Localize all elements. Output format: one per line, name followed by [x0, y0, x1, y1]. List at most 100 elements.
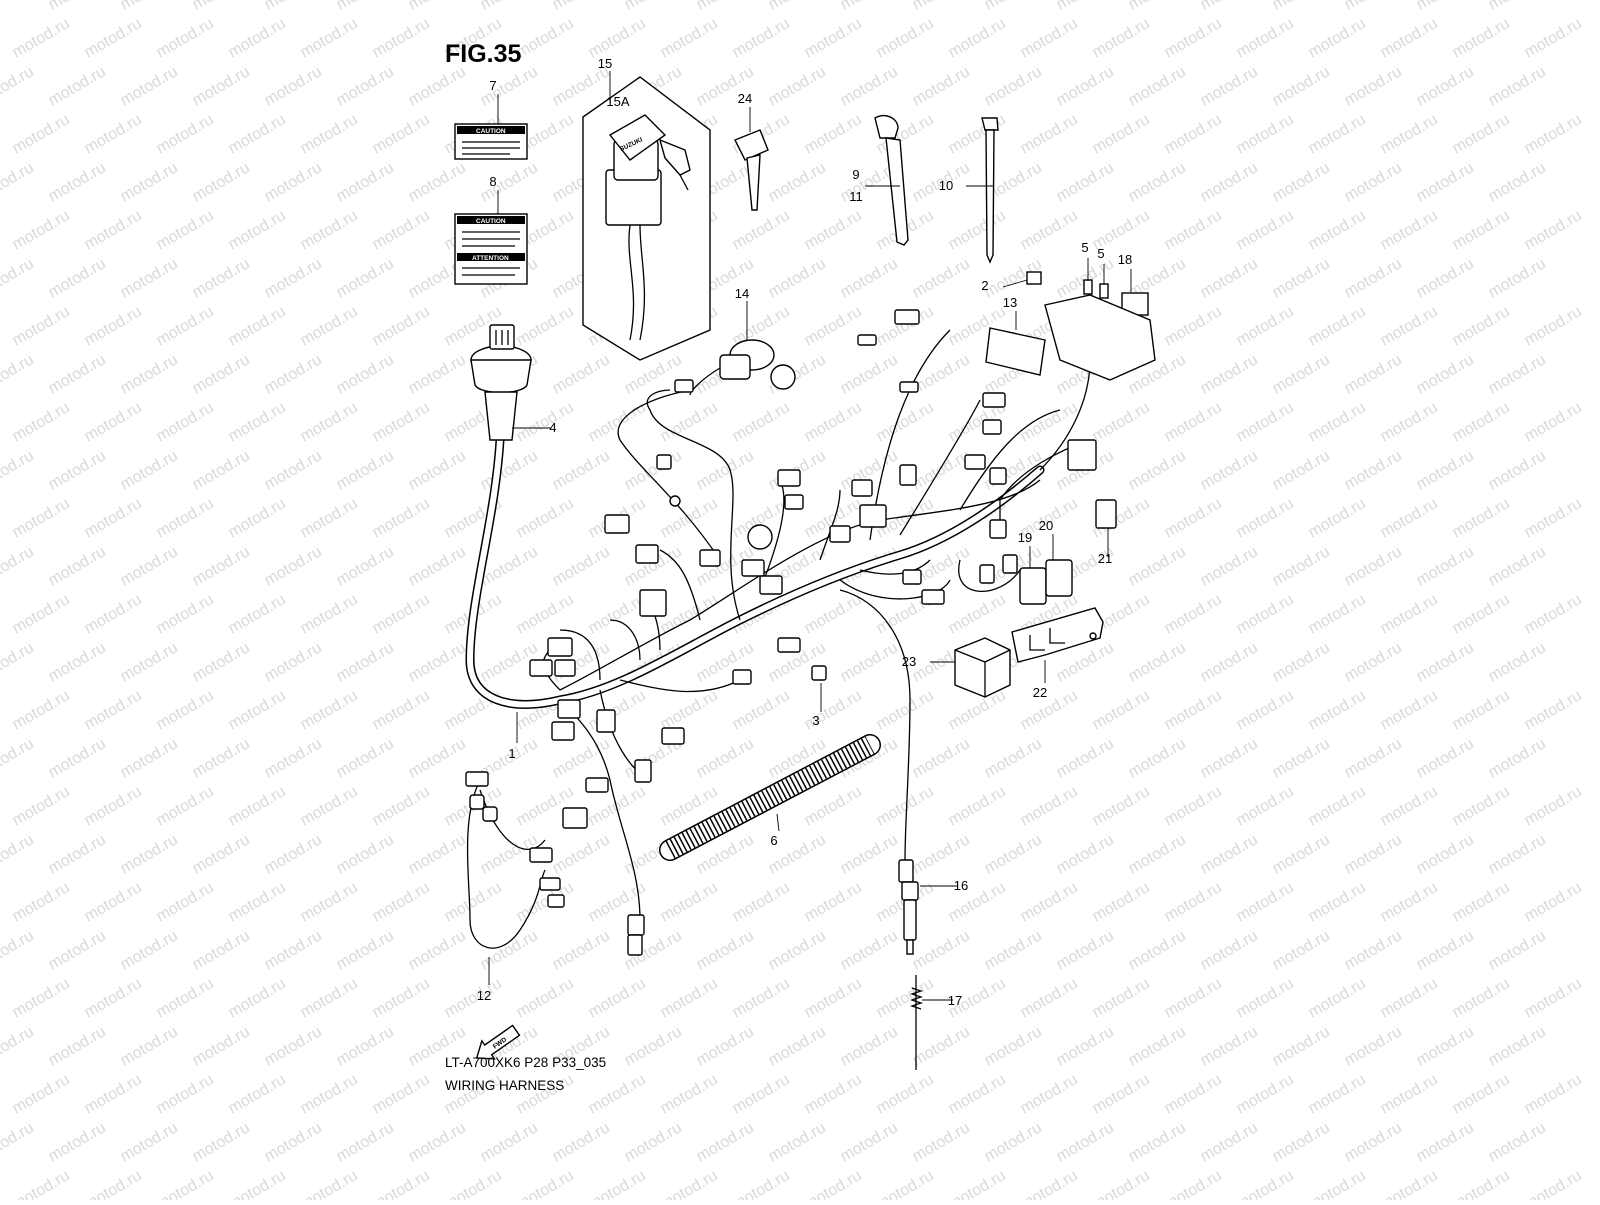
harness-connector	[964, 454, 986, 470]
watermark-text: motod.ru	[298, 975, 361, 1021]
watermark-text: motod.ru	[1270, 735, 1333, 781]
watermark-text: motod.ru	[370, 207, 433, 253]
watermark-text: motod.ru	[370, 687, 433, 733]
watermark-text: motod.ru	[658, 879, 721, 925]
part-6-corrugated-tube	[659, 734, 881, 861]
watermark-text: motod.ru	[298, 879, 361, 925]
watermark-text: motod.ru	[406, 831, 469, 877]
watermark-text: motod.ru	[514, 303, 577, 349]
watermark-text: motod.ru	[190, 543, 253, 589]
watermark-text: motod.ru	[1342, 927, 1405, 973]
watermark-text: motod.ru	[334, 927, 397, 973]
watermark-text: motod.ru	[694, 447, 757, 493]
watermark-text: motod.ru	[1054, 0, 1117, 13]
watermark-text: motod.ru	[730, 1071, 793, 1117]
watermark-text: motod.ru	[1234, 303, 1297, 349]
watermark-text: motod.ru	[1378, 399, 1441, 445]
watermark-text: motod.ru	[298, 1167, 361, 1200]
watermark-text: motod.ru	[1522, 207, 1585, 253]
watermark-text: motod.ru	[1342, 447, 1405, 493]
watermark-text: motod.ru	[1306, 975, 1369, 1021]
harness-connector	[829, 525, 851, 543]
watermark-text: motod.ru	[550, 927, 613, 973]
watermark-text: motod.ru	[226, 207, 289, 253]
watermark-text: motod.ru	[1018, 975, 1081, 1021]
watermark-text: motod.ru	[586, 1167, 649, 1200]
watermark-text: motod.ru	[910, 0, 973, 13]
watermark-text: motod.ru	[1486, 159, 1549, 205]
watermark-text: motod.ru	[1198, 831, 1261, 877]
watermark-text: motod.ru	[10, 303, 73, 349]
watermark-text: motod.ru	[1198, 351, 1261, 397]
watermark-text: motod.ru	[838, 1119, 901, 1165]
watermark-text: motod.ru	[1162, 399, 1225, 445]
watermark-text: motod.ru	[1414, 543, 1477, 589]
watermark-text: motod.ru	[370, 15, 433, 61]
watermark-text: motod.ru	[334, 543, 397, 589]
harness-connector	[784, 494, 804, 510]
watermark-text: motod.ru	[298, 687, 361, 733]
watermark-text: motod.ru	[910, 63, 973, 109]
callout-number: 13	[1003, 295, 1017, 310]
watermark-text: motod.ru	[1342, 1023, 1405, 1069]
watermark-text: motod.ru	[1162, 1071, 1225, 1117]
watermark-text: motod.ru	[406, 543, 469, 589]
watermark-text: motod.ru	[1522, 1167, 1585, 1200]
watermark-text: motod.ru	[1126, 1023, 1189, 1069]
watermark-text: motod.ru	[802, 1071, 865, 1117]
watermark-text: motod.ru	[154, 399, 217, 445]
watermark-text: motod.ru	[946, 111, 1009, 157]
watermark-text: motod.ru	[370, 783, 433, 829]
watermark-text: motod.ru	[1522, 783, 1585, 829]
watermark-text: motod.ru	[730, 15, 793, 61]
watermark-text: motod.ru	[1054, 1023, 1117, 1069]
watermark-text: motod.ru	[0, 351, 37, 397]
watermark-text: motod.ru	[1126, 927, 1189, 973]
watermark-text: motod.ru	[1270, 543, 1333, 589]
harness-connector	[732, 669, 752, 685]
watermark-text: motod.ru	[1378, 783, 1441, 829]
harness-connector	[902, 569, 922, 585]
callout-number: 20	[1039, 518, 1053, 533]
figure-title: FIG.35	[445, 40, 522, 68]
watermark-text: motod.ru	[1306, 15, 1369, 61]
watermark-text: motod.ru	[694, 1119, 757, 1165]
watermark-text: motod.ru	[370, 975, 433, 1021]
watermark-text: motod.ru	[10, 783, 73, 829]
watermark-text: motod.ru	[874, 687, 937, 733]
watermark-text: motod.ru	[730, 879, 793, 925]
callout-number: 6	[770, 833, 777, 848]
watermark-text: motod.ru	[1378, 879, 1441, 925]
watermark-text: motod.ru	[478, 0, 541, 13]
watermark-text: motod.ru	[1306, 783, 1369, 829]
harness-connector	[741, 559, 765, 577]
watermark-text: motod.ru	[946, 1167, 1009, 1200]
watermark-text: motod.ru	[1018, 1167, 1081, 1200]
watermark-text: motod.ru	[910, 927, 973, 973]
watermark-text: motod.ru	[370, 1167, 433, 1200]
watermark-text: motod.ru	[442, 687, 505, 733]
watermark-text: motod.ru	[982, 831, 1045, 877]
watermark-text: motod.ru	[1378, 15, 1441, 61]
part-14-socket	[689, 339, 796, 396]
watermark-text: motod.ru	[118, 543, 181, 589]
watermark-text: motod.ru	[190, 831, 253, 877]
watermark-text: motod.ru	[0, 159, 37, 205]
watermark-text: motod.ru	[838, 1023, 901, 1069]
watermark-text: motod.ru	[1126, 639, 1189, 685]
watermark-text: motod.ru	[406, 63, 469, 109]
watermark-text: motod.ru	[1306, 879, 1369, 925]
watermark-text: motod.ru	[586, 975, 649, 1021]
watermark-text: motod.ru	[1342, 1119, 1405, 1165]
watermark-text: motod.ru	[1414, 0, 1477, 13]
watermark-text: motod.ru	[1270, 1119, 1333, 1165]
callout-number: 21	[1098, 551, 1112, 566]
watermark-text: motod.ru	[874, 1071, 937, 1117]
watermark-text: motod.ru	[946, 591, 1009, 637]
watermark-text: motod.ru	[10, 399, 73, 445]
watermark-text: motod.ru	[1342, 63, 1405, 109]
watermark-text: motod.ru	[1198, 735, 1261, 781]
watermark-text: motod.ru	[1162, 207, 1225, 253]
watermark-text: motod.ru	[874, 399, 937, 445]
